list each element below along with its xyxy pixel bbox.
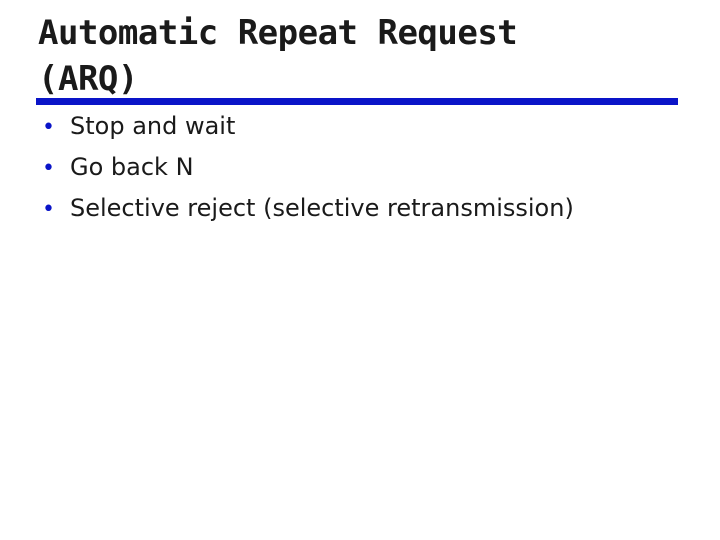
bullet-list: • Stop and wait • Go back N • Selective …: [42, 112, 574, 235]
slide-title-line-2: (ARQ): [38, 59, 138, 99]
bullet-text: Selective reject (selective retransmissi…: [70, 194, 574, 222]
bullet-dot-icon: •: [42, 156, 55, 181]
bullet-dot-icon: •: [42, 115, 55, 140]
bullet-text: Go back N: [70, 153, 194, 181]
bullet-item-go-back-n: • Go back N: [42, 153, 574, 194]
title-underline-rule: [36, 98, 678, 105]
bullet-dot-icon: •: [42, 197, 55, 222]
slide-title: Automatic Repeat Request (ARQ): [38, 10, 678, 102]
slide-title-line-1: Automatic Repeat Request: [38, 13, 518, 53]
bullet-text: Stop and wait: [70, 112, 236, 140]
bullet-item-stop-and-wait: • Stop and wait: [42, 112, 574, 153]
bullet-item-selective-reject: • Selective reject (selective retransmis…: [42, 194, 574, 235]
